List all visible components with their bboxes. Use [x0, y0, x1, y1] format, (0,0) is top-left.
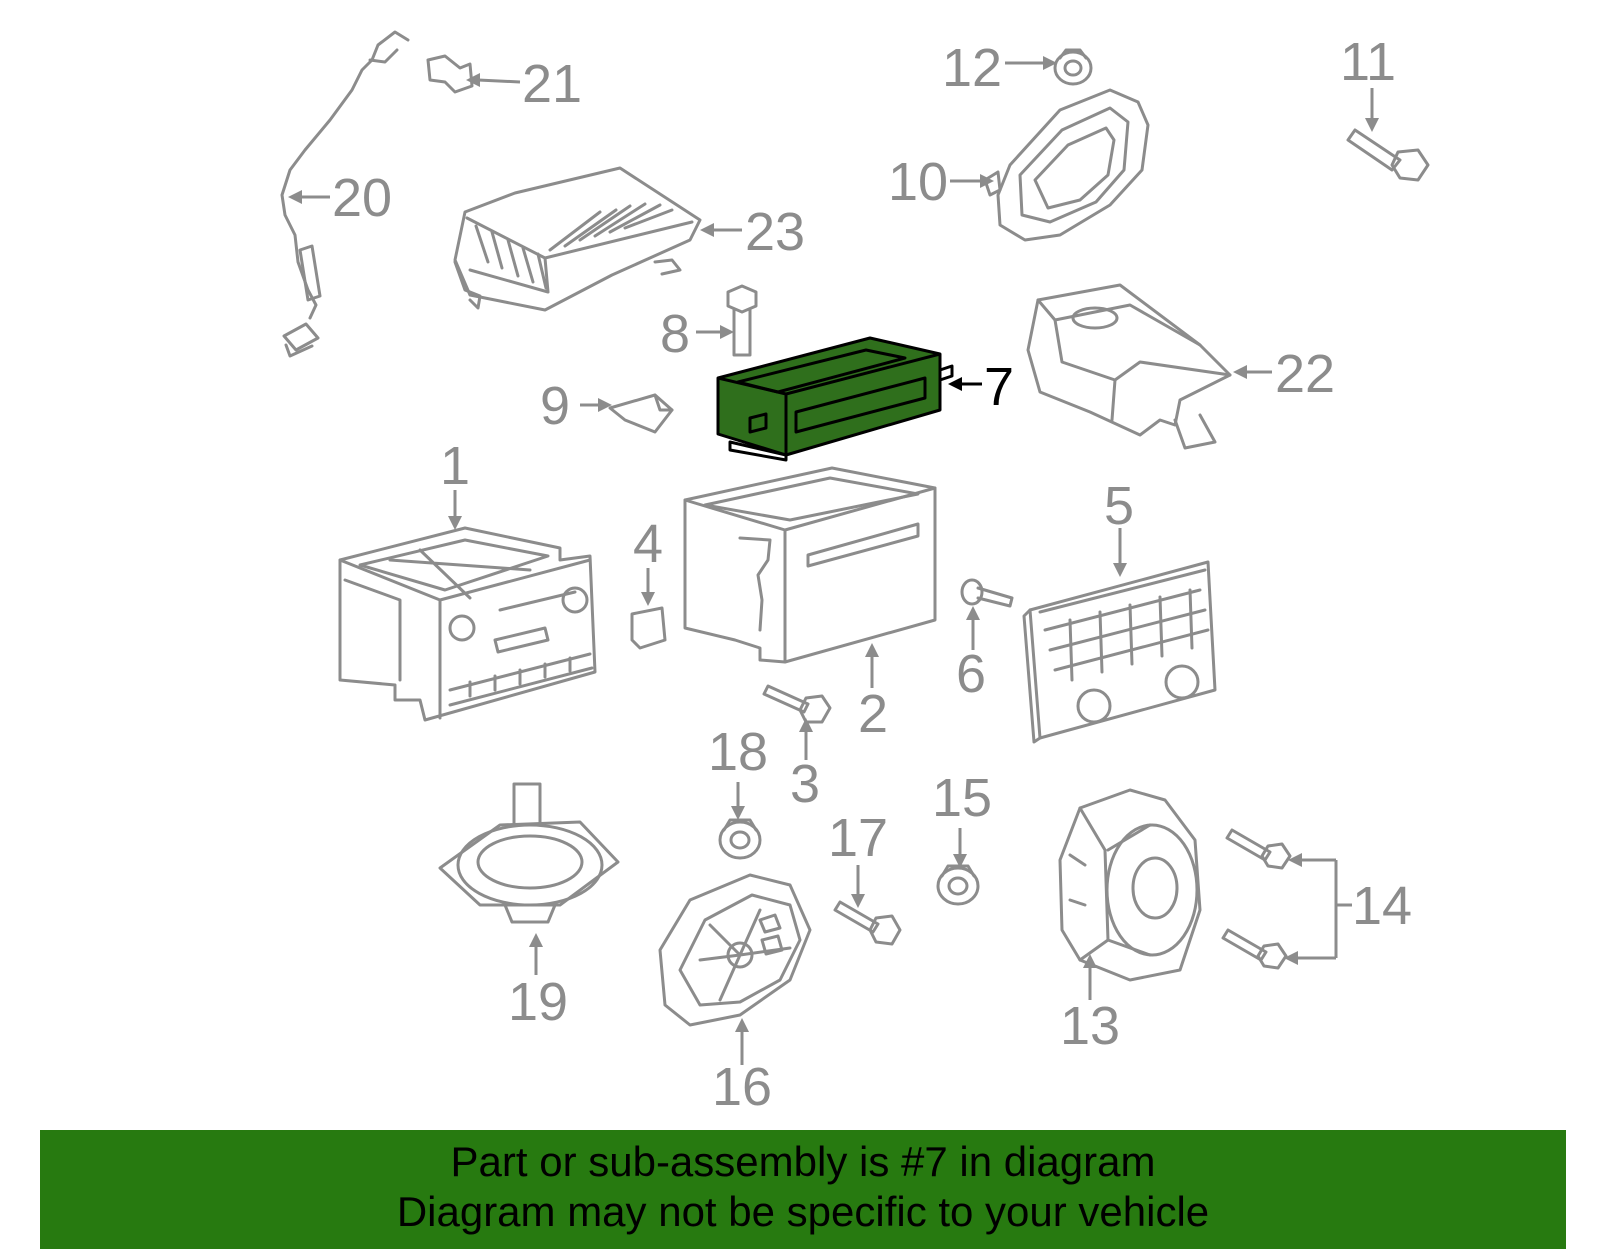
part-21-clip[interactable]: [426, 54, 474, 94]
callout-15: 15: [932, 768, 992, 828]
part-8-bolt[interactable]: [726, 284, 758, 357]
callout-21: 21: [522, 54, 582, 114]
part-16-speaker[interactable]: [658, 873, 812, 1027]
callout-5: 5: [1104, 476, 1134, 536]
part-3-bolt[interactable]: [762, 684, 832, 724]
callout-8: 8: [660, 304, 690, 364]
callout-7: 7: [984, 357, 1014, 417]
part-23-amplifier[interactable]: [453, 166, 702, 312]
callout-6: 6: [956, 644, 986, 704]
banner-line-part: Part or sub-assembly is #7 in diagram: [450, 1138, 1156, 1185]
callout-18: 18: [708, 722, 768, 782]
callout-1: 1: [440, 436, 470, 496]
info-banner: Part or sub-assembly is #7 in diagram Di…: [40, 1130, 1566, 1249]
callout-9: 9: [540, 376, 570, 436]
banner-line-disclaimer: Diagram may not be specific to your vehi…: [396, 1188, 1210, 1235]
callout-20: 20: [332, 168, 392, 228]
callout-22: 22: [1275, 344, 1335, 404]
callout-4: 4: [633, 514, 663, 574]
callout-19: 19: [508, 972, 568, 1032]
callout-10: 10: [888, 152, 948, 212]
part-12-nut[interactable]: [1053, 48, 1093, 86]
part-10-speaker[interactable]: [983, 88, 1150, 242]
callout-12: 12: [942, 38, 1002, 98]
part-14-bolts[interactable]: [1221, 828, 1292, 970]
part-15-nut[interactable]: [936, 864, 980, 906]
part-20-antenna-cable[interactable]: [280, 30, 410, 358]
callout-labels: 21 20 23 12 10 11 8 9 7 22 1 4 5 6 2 3 1…: [332, 32, 1412, 1117]
part-2-radio-housing[interactable]: [683, 466, 937, 664]
part-6-screw[interactable]: [960, 578, 1014, 608]
part-5-control-panel[interactable]: [1022, 560, 1217, 744]
part-22-module[interactable]: [1026, 283, 1232, 450]
callout-2: 2: [858, 684, 888, 744]
part-9-clip[interactable]: [608, 393, 674, 434]
callout-14: 14: [1352, 876, 1412, 936]
part-19-tweeter[interactable]: [438, 782, 620, 924]
part-13-woofer[interactable]: [1058, 788, 1202, 982]
part-7-display-module[interactable]: [716, 336, 954, 462]
callout-16: 16: [712, 1057, 772, 1117]
callout-3: 3: [790, 754, 820, 814]
part-11-bolt[interactable]: [1346, 128, 1430, 182]
part-1-radio-chassis[interactable]: [338, 526, 597, 722]
callout-13: 13: [1060, 996, 1120, 1056]
callout-17: 17: [828, 808, 888, 868]
leader-lines: [288, 56, 1379, 1065]
callout-11: 11: [1340, 32, 1396, 92]
part-17-bolt[interactable]: [833, 900, 902, 946]
part-4-connector[interactable]: [630, 606, 667, 650]
callout-23: 23: [745, 202, 805, 262]
part-18-nut[interactable]: [718, 818, 762, 860]
